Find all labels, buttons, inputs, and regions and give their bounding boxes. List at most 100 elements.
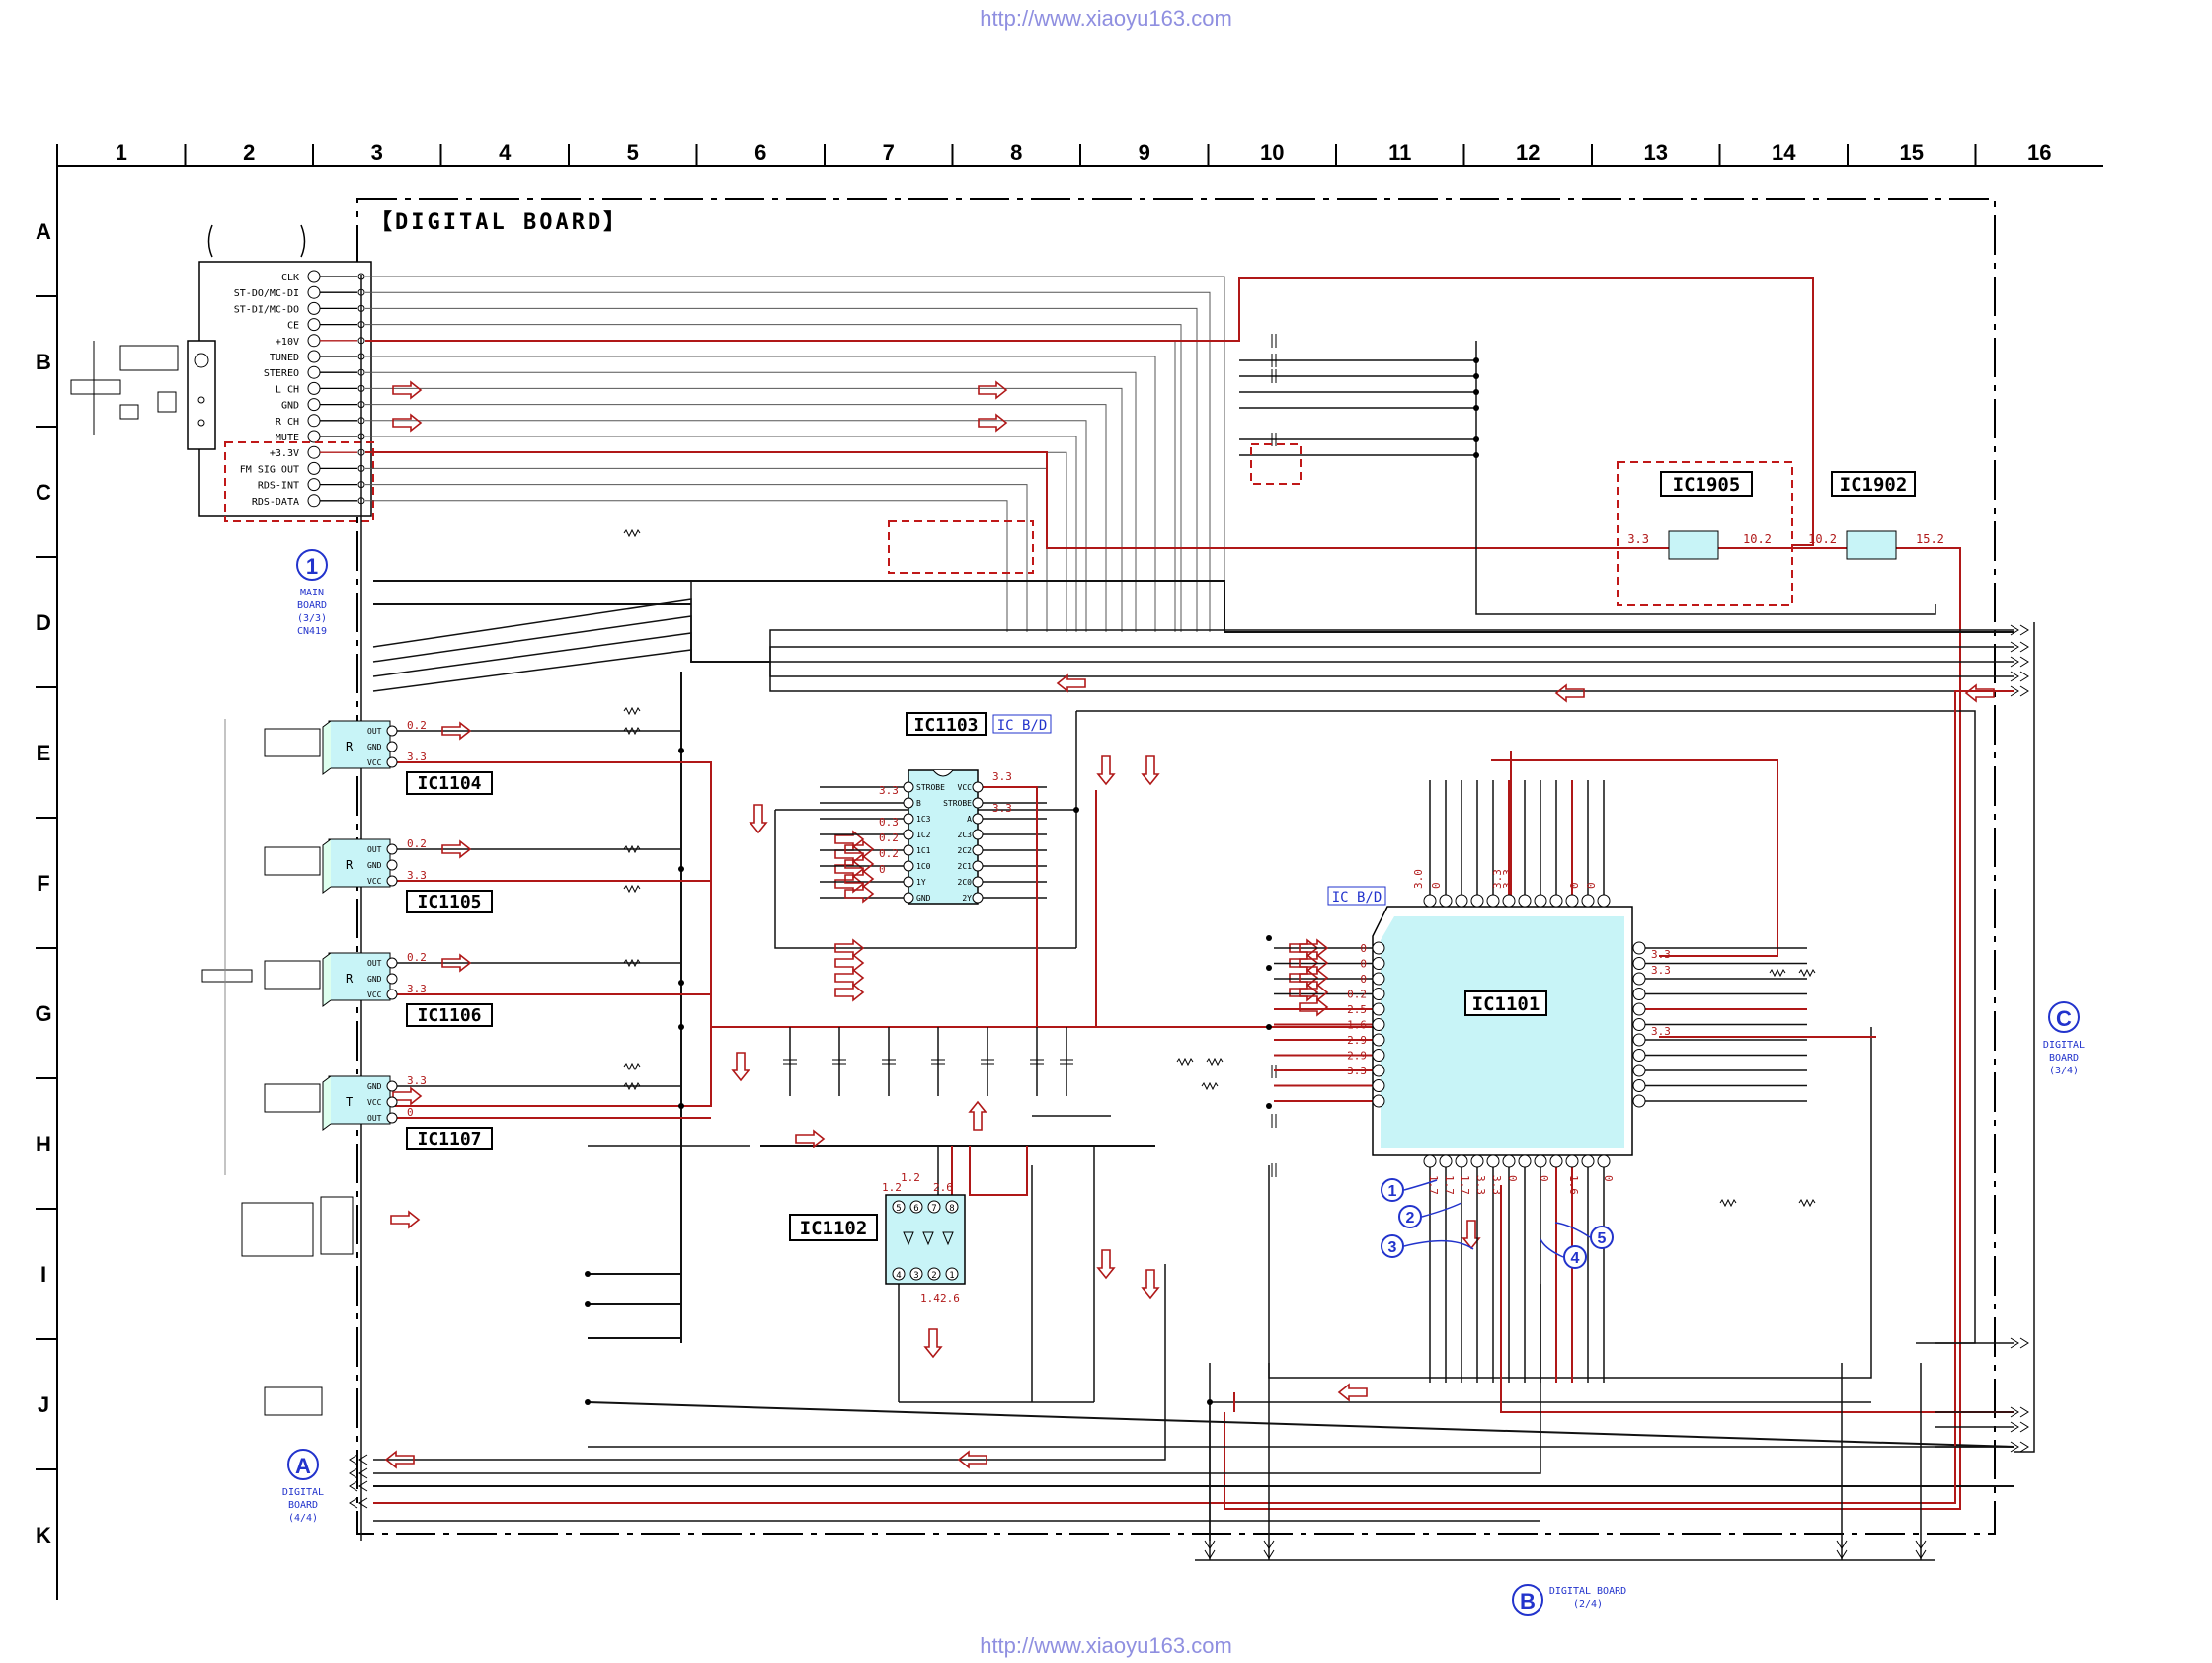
wire bbox=[372, 615, 2014, 663]
ic1101-voltage: 1.7 bbox=[1443, 1175, 1456, 1195]
wiring bbox=[349, 275, 2035, 1561]
signal-arrow bbox=[392, 413, 423, 433]
ic1101-pin bbox=[1372, 972, 1385, 986]
callout-number: 2 bbox=[1406, 1210, 1415, 1227]
ic1106-side bbox=[322, 952, 332, 1007]
signal-arrow bbox=[844, 839, 875, 859]
ic1103-pin bbox=[972, 844, 984, 856]
sensor-pin-label: GND bbox=[367, 1082, 382, 1091]
ic1103-pin-label: 2C3 bbox=[958, 831, 973, 839]
ic1102-pin bbox=[892, 1200, 906, 1214]
ic1102-opamps bbox=[903, 1231, 954, 1246]
ic1101-pin bbox=[1372, 957, 1385, 970]
ic1103-voltage: 3.3 bbox=[879, 784, 899, 797]
row-label: K bbox=[36, 1523, 51, 1547]
sensor-pin-label: VCC bbox=[367, 1098, 382, 1107]
signal-arrow bbox=[795, 1129, 826, 1148]
callout-circle bbox=[1398, 1205, 1422, 1228]
ic1105-side bbox=[322, 838, 332, 894]
wire bbox=[365, 484, 1028, 632]
ic1102-voltage: 2.6 bbox=[933, 1181, 953, 1194]
ic1102-pin-num: 6 bbox=[913, 1204, 918, 1214]
header-url[interactable]: http://www.xiaoyu163.com bbox=[980, 6, 1232, 31]
edge-connector bbox=[2010, 641, 2029, 653]
ic1103-pin bbox=[972, 797, 984, 809]
ic1102-voltage: 1.4 bbox=[920, 1292, 940, 1305]
connector-pin-label: +10V bbox=[276, 337, 299, 348]
ic1101-pin bbox=[1632, 988, 1646, 1000]
footer-url[interactable]: http://www.xiaoyu163.com bbox=[980, 1633, 1232, 1658]
row-label: J bbox=[38, 1392, 49, 1417]
sheet-ref-c-letter: C bbox=[2056, 1006, 2072, 1031]
row-label: I bbox=[40, 1262, 46, 1287]
ic1103-pin-label: 1Y bbox=[916, 878, 926, 887]
ic1101-pin bbox=[1632, 1064, 1646, 1077]
ic1107-emitter bbox=[264, 1083, 321, 1113]
ic1101-label: IC1101 bbox=[1472, 993, 1540, 1015]
signal-arrow bbox=[834, 859, 865, 879]
edge-connector bbox=[1263, 1540, 1275, 1559]
ic1102-pin-num: 5 bbox=[896, 1204, 901, 1214]
edge-connector bbox=[2010, 1337, 2029, 1349]
connector-pin bbox=[307, 414, 321, 428]
junction bbox=[1266, 935, 1272, 941]
ic1101-pin bbox=[1632, 957, 1646, 970]
wire bbox=[365, 307, 1198, 632]
connector-pin-label: TUNED bbox=[270, 353, 299, 363]
edge-connector bbox=[2010, 1441, 2029, 1453]
ic1103-pin bbox=[972, 813, 984, 825]
ic1905-v-out: 10.2 bbox=[1743, 532, 1772, 546]
jack-box bbox=[241, 1202, 314, 1257]
row-label: A bbox=[36, 219, 51, 244]
edge-connector bbox=[2010, 656, 2029, 668]
junction bbox=[678, 1103, 684, 1109]
wire bbox=[372, 649, 2014, 692]
ic1101-voltage: 0 bbox=[1360, 958, 1367, 971]
wire bbox=[365, 340, 1176, 632]
sensor-pin-label: OUT bbox=[367, 1114, 382, 1123]
ic1101-pin bbox=[1632, 972, 1646, 986]
signal-arrow bbox=[978, 380, 1008, 400]
connector-pin bbox=[307, 430, 321, 443]
resistor bbox=[623, 884, 641, 894]
signal-arrow bbox=[834, 938, 865, 958]
junction bbox=[585, 1399, 591, 1405]
ic1103-pin bbox=[903, 813, 914, 825]
sheet-ref-main-l2: BOARD bbox=[297, 600, 327, 611]
connector-pin-label: L CH bbox=[276, 384, 299, 395]
signal-arrow bbox=[1056, 673, 1086, 693]
ic1101-pin bbox=[1597, 1154, 1611, 1168]
ic1102-pin-num: 1 bbox=[949, 1271, 954, 1281]
edge-connector bbox=[349, 1454, 368, 1465]
ic1103-pin bbox=[903, 860, 914, 872]
ic1101-voltage: 3.0 bbox=[1412, 869, 1425, 889]
ic1106-emitter bbox=[264, 960, 321, 990]
resistor bbox=[623, 726, 641, 736]
ic1106-label-box bbox=[406, 1003, 493, 1027]
board-outline bbox=[356, 198, 1996, 1535]
connector-pin bbox=[307, 494, 321, 508]
ic1101-voltage: 2.9 bbox=[1347, 1034, 1367, 1047]
ic1101-pin bbox=[1439, 1154, 1453, 1168]
sensor-pin bbox=[386, 989, 398, 1000]
signal-trace bbox=[969, 1146, 1028, 1196]
signal-trace bbox=[365, 451, 1669, 549]
ic1905: IC1905 3.3 10.2 bbox=[1627, 471, 1772, 560]
ic1101-voltage: 3.3 bbox=[1491, 869, 1504, 889]
ic1101-pin bbox=[1549, 894, 1563, 908]
junction bbox=[585, 1301, 591, 1307]
sensor-pin bbox=[386, 875, 398, 887]
callout-leader bbox=[1540, 1238, 1564, 1258]
column-label: 4 bbox=[499, 140, 512, 165]
wire bbox=[373, 580, 2014, 633]
ic1101-voltage: 1.6 bbox=[1567, 1175, 1580, 1195]
ic1101-pin bbox=[1372, 1079, 1385, 1092]
ic1101-voltage: 1.7 bbox=[1459, 1175, 1471, 1195]
ic1101-voltage: 0 bbox=[1430, 882, 1443, 889]
signal-arrow bbox=[1096, 755, 1116, 786]
ic1101-pin bbox=[1632, 1094, 1646, 1108]
sheet-ref-a-l1: DIGITAL bbox=[282, 1487, 324, 1498]
signal-trace bbox=[395, 1027, 712, 1107]
ic1103-pin bbox=[903, 797, 914, 809]
ic1102-pin bbox=[927, 1267, 941, 1281]
